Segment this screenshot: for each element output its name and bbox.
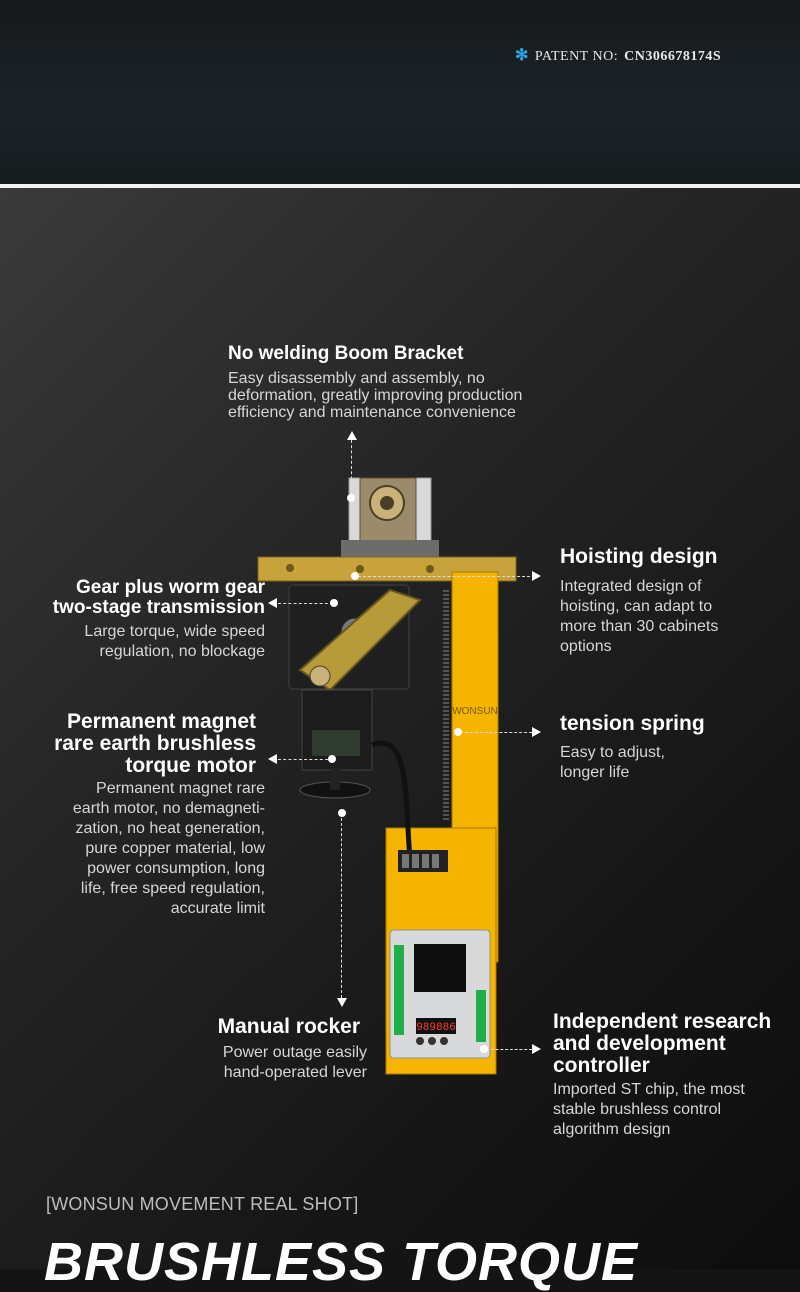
product-panel <box>0 188 800 1269</box>
asterisk-icon: ✻ <box>515 47 529 64</box>
connector-controller <box>486 1049 532 1050</box>
connector-motor <box>278 759 328 760</box>
patent-label: PATENT NO: <box>534 49 619 64</box>
desc-line: zation, no heat generation, <box>75 820 265 837</box>
title-line: Independent research <box>553 1010 772 1033</box>
desc-line: accurate limit <box>170 900 265 917</box>
spring-desc: Easy to adjust, longer life <box>560 743 760 783</box>
desc-line: stable brushless control <box>553 1101 722 1118</box>
title-line: Gear plus worm gear <box>75 577 265 598</box>
desc-line: regulation, no blockage <box>99 643 265 660</box>
desc-line: power consumption, long <box>87 860 265 877</box>
title-line: rare earth brushless <box>54 732 256 756</box>
desc-line: hoisting, can adapt to <box>560 598 713 615</box>
title-line: and development <box>553 1032 726 1056</box>
gear-desc: Large torque, wide speed regulation, no … <box>20 622 265 662</box>
desc-line: Power outage easily <box>222 1044 367 1061</box>
gear-title: Gear plus worm gear two-stage transmissi… <box>20 578 265 618</box>
rocker-desc: Power outage easily hand-operated lever <box>147 1043 367 1083</box>
controller-desc: Imported ST chip, the most stable brushl… <box>553 1080 793 1140</box>
arrow-down-icon <box>337 998 347 1007</box>
terminal-block <box>398 850 448 872</box>
desc-line: algorithm design <box>553 1121 671 1138</box>
desc-line: more than 30 cabinets <box>560 618 719 635</box>
title-line: controller <box>553 1054 650 1078</box>
dot-hoisting <box>351 572 359 580</box>
mounting-plate <box>257 556 517 582</box>
top-banner: ✻ PATENT NO: CN306678174S <box>0 0 800 184</box>
brand-watermark: WONSUN <box>452 706 498 717</box>
arrow-right-icon <box>532 1044 541 1054</box>
boom-bracket <box>341 477 439 560</box>
connector-boom <box>351 440 352 495</box>
hoisting-desc: Integrated design of hoisting, can adapt… <box>560 577 780 657</box>
arrow-right-icon <box>532 727 541 737</box>
brushless-torque-heading: BRUSHLESS TORQUE <box>44 1232 639 1292</box>
arrow-left-icon <box>268 754 277 764</box>
desc-line: longer life <box>560 764 630 781</box>
connector-spring <box>460 732 532 733</box>
hoisting-title: Hoisting design <box>560 545 718 568</box>
title-line: torque motor <box>125 754 256 778</box>
boom-bracket-desc: Easy disassembly and assembly, no deform… <box>228 369 548 423</box>
desc-line: Large torque, wide speed <box>84 623 265 640</box>
brushless-motor <box>299 689 373 799</box>
patent-value: CN306678174S <box>624 49 722 64</box>
dot-rocker <box>338 809 346 817</box>
controller-box <box>389 929 491 1059</box>
dot-controller <box>480 1045 488 1053</box>
patent-number: ✻ PATENT NO: CN306678174S <box>515 45 721 65</box>
desc-line: deformation, greatly improving productio… <box>228 387 523 404</box>
desc-line: Permanent magnet rare <box>96 780 265 797</box>
desc-line: Easy to adjust, <box>560 744 665 761</box>
desc-line: Integrated design of <box>560 578 702 595</box>
rocker-title: Manual rocker <box>217 1015 360 1038</box>
boom-bracket-title: No welding Boom Bracket <box>228 343 464 364</box>
desc-line: options <box>560 638 612 655</box>
controller-title: Independent research and development con… <box>553 1010 793 1078</box>
divider <box>0 184 800 188</box>
dot-spring <box>454 728 462 736</box>
desc-line: life, free speed regulation, <box>80 880 265 897</box>
title-line: two-stage transmission <box>52 596 265 618</box>
desc-line: earth motor, no demagneti- <box>72 800 265 817</box>
connector-hoisting <box>358 576 530 577</box>
title-line: Permanent magnet <box>66 710 256 733</box>
connector-rocker <box>341 818 342 998</box>
desc-line: Imported ST chip, the most <box>553 1081 745 1098</box>
real-shot-tagline: [WONSUN MOVEMENT REAL SHOT] <box>46 1194 359 1214</box>
arrow-left-icon <box>268 598 277 608</box>
controller-display: 989886 <box>416 1022 456 1034</box>
connector-gear <box>278 603 333 604</box>
motor-desc: Permanent magnet rare earth motor, no de… <box>20 779 265 919</box>
spring-title: tension spring <box>560 712 705 735</box>
gearbox <box>288 584 422 692</box>
desc-line: Easy disassembly and assembly, no <box>228 370 485 387</box>
motor-title: Permanent magnet rare earth brushless to… <box>20 710 256 778</box>
desc-line: pure copper material, low <box>85 840 265 857</box>
arrow-right-icon <box>532 571 541 581</box>
desc-line: efficiency and maintenance convenience <box>228 404 516 421</box>
desc-line: hand-operated lever <box>223 1064 367 1081</box>
dot-motor <box>328 755 336 763</box>
dot-boom <box>347 494 355 502</box>
arrow-up-icon <box>347 431 357 440</box>
dot-gear <box>330 599 338 607</box>
